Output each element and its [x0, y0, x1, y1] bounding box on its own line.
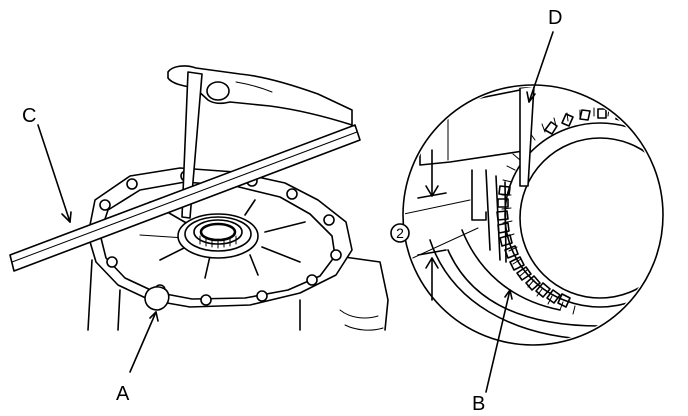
detail-view: 2: [390, 84, 664, 346]
callout-label-b: B: [472, 393, 485, 415]
dimension-marker-label: 2: [396, 225, 404, 241]
callout-label-d: D: [548, 7, 562, 29]
case-pocket: [144, 286, 170, 311]
feeler-gauge: [519, 87, 535, 187]
leader-lines: [37, 31, 554, 393]
callout-label-c: C: [22, 105, 36, 127]
dimension-marker: [390, 223, 410, 243]
probe-rod: [181, 71, 203, 219]
bearing: [177, 213, 259, 259]
callout-label-a: A: [116, 383, 130, 405]
straight-edge: [9, 124, 361, 272]
transmission-housing: [87, 167, 389, 331]
